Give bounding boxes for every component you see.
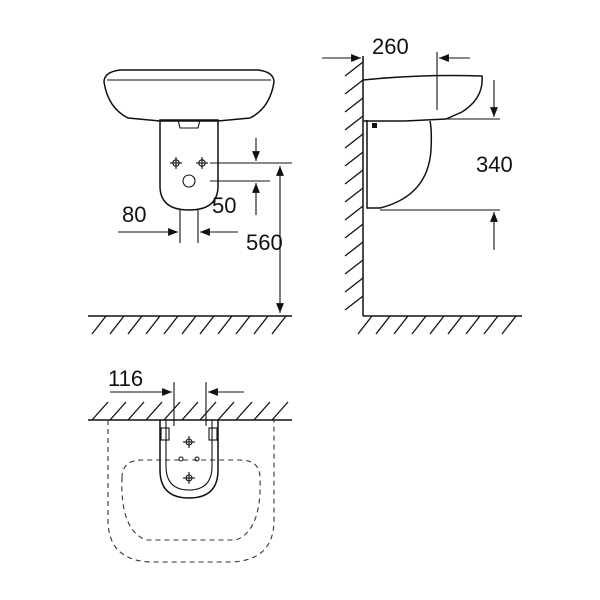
front-floor bbox=[88, 315, 292, 335]
dimension-80-label: 80 bbox=[122, 202, 146, 227]
top-fixing-points bbox=[178, 436, 200, 484]
dimension-80: 80 bbox=[118, 202, 238, 243]
dimension-116-label: 116 bbox=[108, 366, 143, 391]
top-basin-outline bbox=[107, 420, 275, 563]
dimension-50-label: 50 bbox=[212, 193, 236, 218]
dimension-50: 50 bbox=[210, 138, 292, 218]
side-view: 260 340 bbox=[322, 34, 522, 335]
dimension-340: 340 bbox=[476, 80, 513, 250]
side-wall bbox=[344, 56, 364, 316]
dimension-116: 116 bbox=[108, 366, 244, 426]
dimension-340-label: 340 bbox=[476, 152, 513, 177]
top-wall bbox=[88, 401, 292, 421]
dimension-560: 560 bbox=[246, 166, 284, 313]
top-pedestal bbox=[159, 420, 219, 499]
side-floor bbox=[357, 315, 522, 335]
front-pedestal bbox=[159, 119, 219, 211]
dimension-560-label: 560 bbox=[246, 230, 283, 255]
dimension-260-label: 260 bbox=[372, 34, 409, 59]
front-view: 80 50 560 bbox=[88, 69, 292, 335]
top-view: 116 bbox=[88, 366, 292, 563]
front-fixing-holes bbox=[170, 157, 208, 188]
dimension-260: 260 bbox=[322, 34, 470, 110]
front-basin bbox=[103, 69, 275, 122]
side-basin bbox=[362, 74, 483, 122]
top-basin-bowl bbox=[121, 459, 261, 541]
side-pedestal bbox=[366, 120, 433, 209]
